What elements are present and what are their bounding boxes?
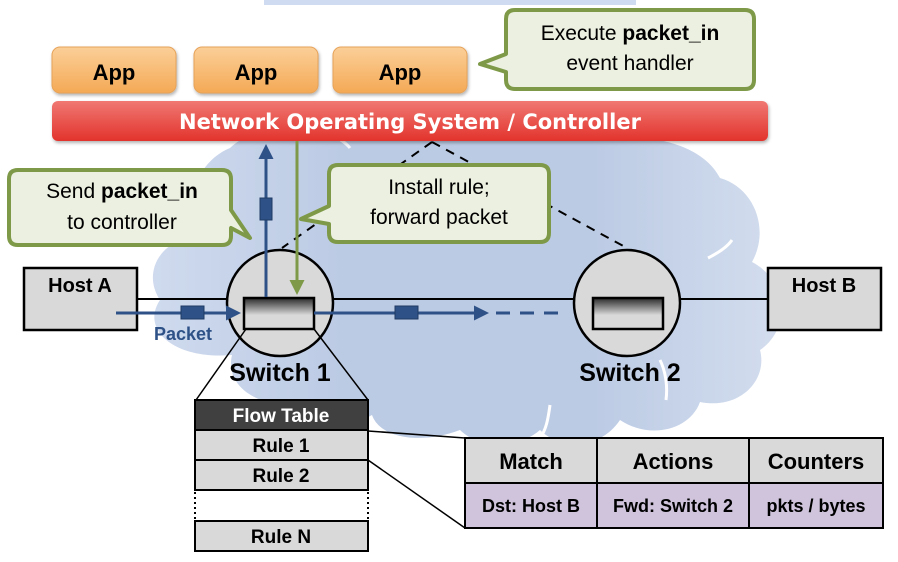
callout-install: Install rule; forward packet <box>299 163 551 244</box>
switch-2-port <box>591 296 665 331</box>
host-b[interactable]: Host B <box>766 266 883 332</box>
detail-zoom-line-bottom <box>367 459 466 529</box>
callout-send-prefix: Send <box>46 180 101 203</box>
controller-bar[interactable]: Network Operating System / Controller <box>52 101 768 141</box>
zoom-line-left <box>195 328 247 401</box>
switch-1-port <box>242 296 316 331</box>
rule-label: Rule 2 <box>252 466 309 487</box>
switch-1[interactable]: Switch 1 <box>225 248 335 387</box>
rule-detail-table: Match Actions Counters Dst: Host B Fwd: … <box>464 437 884 529</box>
detail-header-actions: Actions <box>633 449 714 474</box>
controller-label: Network Operating System / Controller <box>179 110 642 134</box>
callout-execute-prefix: Execute <box>541 22 623 45</box>
flow-table-title: Flow Table <box>233 406 330 427</box>
svg-text:Execute packet_in: Execute packet_in <box>541 22 720 45</box>
host-a-label: Host A <box>48 275 112 297</box>
callout-install-line2: forward packet <box>370 206 508 229</box>
callout-send-bold: packet_in <box>101 180 198 203</box>
callout-install-line1: Install rule; <box>388 176 490 199</box>
top-band <box>264 0 636 5</box>
callout-execute: Execute packet_in event handler <box>478 8 756 91</box>
detail-value-match: Dst: Host B <box>482 496 580 516</box>
detail-value-actions: Fwd: Switch 2 <box>613 496 733 516</box>
app-box[interactable]: App <box>332 46 468 94</box>
packet-icon <box>394 305 419 320</box>
packet-icon <box>180 305 205 320</box>
flow-table-rule[interactable]: Rule 2 <box>194 459 369 491</box>
rule-label: Rule N <box>251 527 311 548</box>
app-box[interactable]: App <box>193 46 319 94</box>
switch-2-label: Switch 2 <box>579 359 680 387</box>
switch-2[interactable]: Switch 2 <box>572 248 682 387</box>
app-box[interactable]: App <box>51 46 177 94</box>
flow-table-rule[interactable]: Rule N <box>194 520 369 552</box>
callout-execute-bold: packet_in <box>622 22 719 45</box>
host-a[interactable]: Host A <box>22 266 139 332</box>
flow-table: Flow Table Rule 1 Rule 2 Rule N <box>194 399 369 552</box>
packet-icon <box>259 197 273 221</box>
detail-header-counters: Counters <box>768 449 865 474</box>
flow-table-rule[interactable]: Rule 1 <box>194 429 369 461</box>
flow-table-header <box>194 399 369 431</box>
packet-label: Packet <box>154 324 212 344</box>
host-b-label: Host B <box>792 275 856 297</box>
switch-1-label: Switch 1 <box>229 359 331 387</box>
callout-execute-line2: event handler <box>566 52 693 75</box>
app-label: App <box>379 60 422 85</box>
control-link-s2 <box>431 141 628 249</box>
detail-header-match: Match <box>499 449 563 474</box>
zoom-line-right <box>313 328 369 401</box>
app-label: App <box>93 60 136 85</box>
detail-value-counters: pkts / bytes <box>766 496 865 516</box>
svg-text:Send packet_in: Send packet_in <box>46 180 198 203</box>
app-label: App <box>235 60 278 85</box>
detail-zoom-line-top <box>367 430 466 439</box>
callout-send-line2: to controller <box>67 211 177 234</box>
callout-send: Send packet_in to controller <box>7 168 252 247</box>
rule-label: Rule 1 <box>252 436 309 457</box>
